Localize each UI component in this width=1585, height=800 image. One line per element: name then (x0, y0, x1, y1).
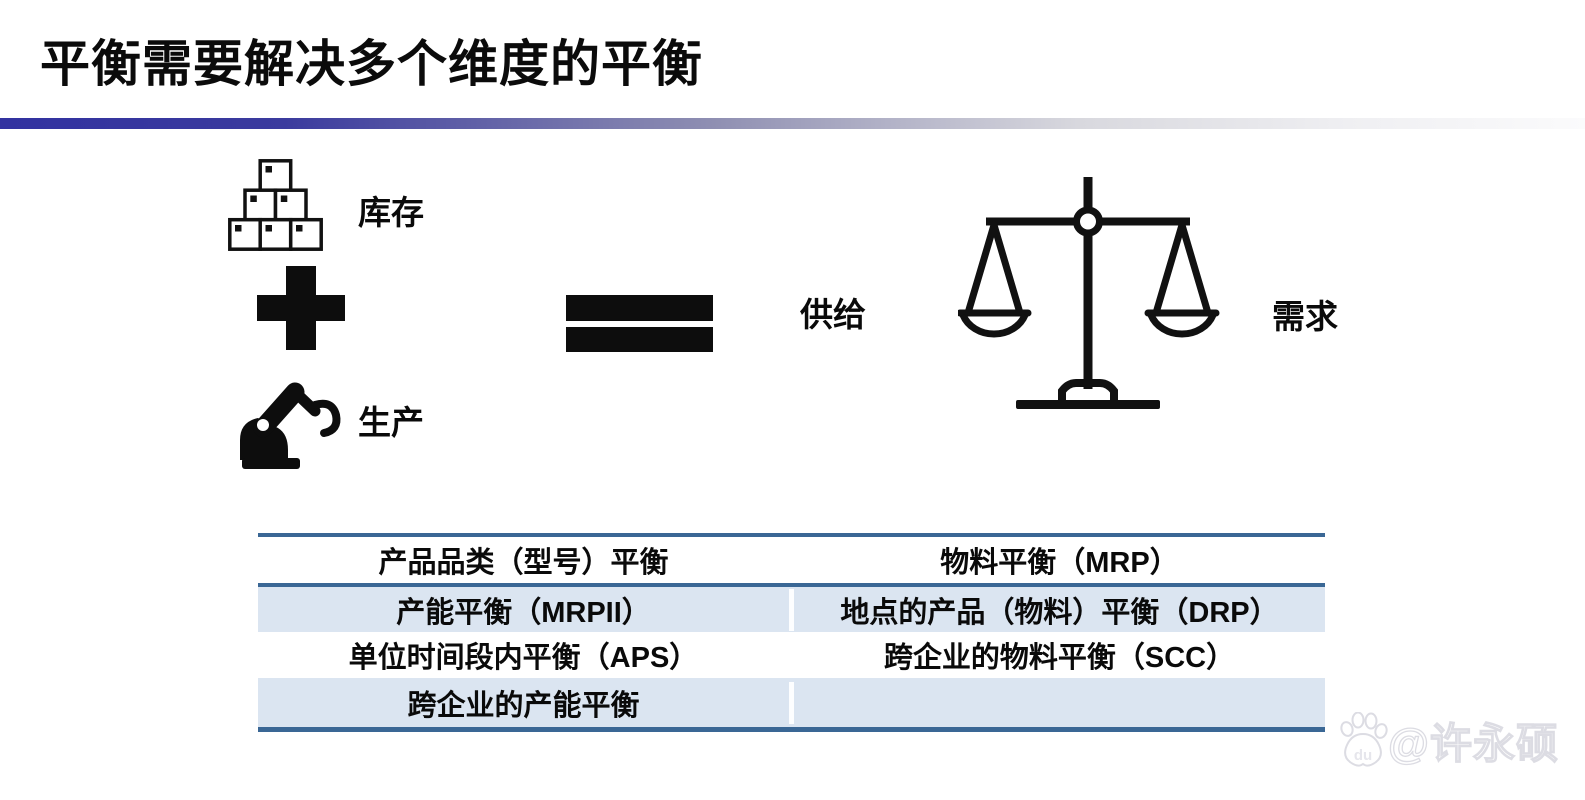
table-cell: 地点的产品（物料）平衡（DRP） (840, 596, 1279, 629)
inventory-label: 库存 (358, 194, 424, 231)
production-label: 生产 (358, 404, 424, 441)
table-cell: 产能平衡（MRPII） (258, 588, 794, 631)
svg-text:du: du (1354, 747, 1372, 764)
table-row: 单位时间段内平衡（APS） 跨企业的物料平衡（SCC） (258, 632, 1325, 678)
title-accent-bar (0, 118, 1585, 129)
robot-arm-icon (240, 382, 341, 469)
equals-icon (566, 295, 713, 353)
table-cell: 产品品类（型号）平衡 (258, 539, 794, 581)
table-cell: 跨企业的物料平衡（SCC） (883, 642, 1236, 674)
table-row: 产品品类（型号）平衡 物料平衡（MRP） (258, 537, 1325, 587)
watermark: du @许永硕 (1338, 710, 1559, 771)
supply-label: 供给 (800, 296, 866, 333)
table-cell: 物料平衡（MRP） (940, 547, 1179, 579)
inventory-boxes-icon (228, 159, 323, 251)
table-row: 跨企业的产能平衡 (258, 678, 1325, 727)
balance-table: 产品品类（型号）平衡 物料平衡（MRP） 产能平衡（MRPII） 地点的产品（物… (258, 533, 1325, 732)
demand-label: 需求 (1272, 298, 1338, 335)
balance-scale-icon (958, 177, 1220, 409)
watermark-text: @许永硕 (1387, 719, 1559, 767)
plus-icon (257, 266, 345, 350)
table-cell: 跨企业的产能平衡 (258, 681, 794, 724)
page-title: 平衡需要解决多个维度的平衡 (40, 36, 703, 92)
table-row: 产能平衡（MRPII） 地点的产品（物料）平衡（DRP） (258, 587, 1325, 632)
table-cell: 单位时间段内平衡（APS） (258, 634, 794, 676)
baidu-paw-icon: du (1340, 711, 1388, 767)
